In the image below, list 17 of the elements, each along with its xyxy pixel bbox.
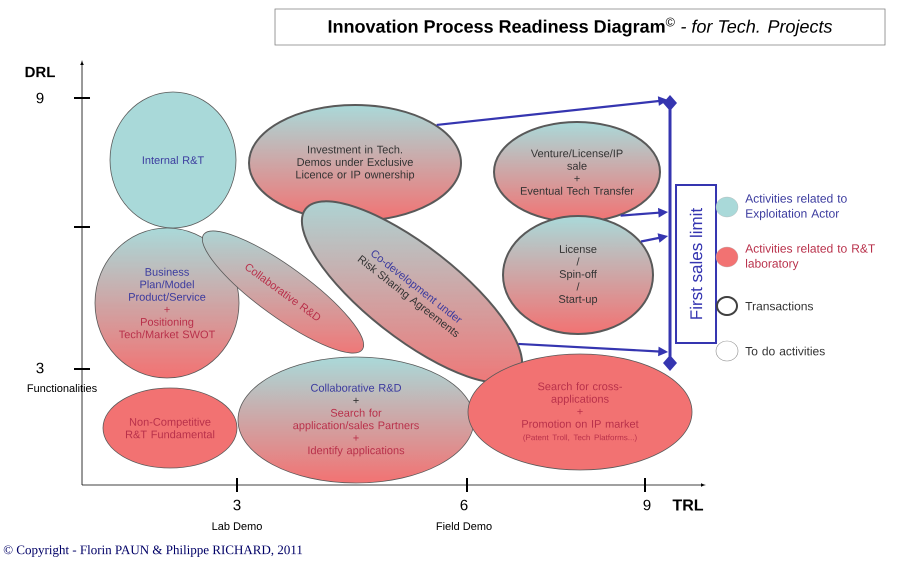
axis-label: 9: [644, 500, 650, 510]
axis-label: 9: [36, 92, 44, 104]
legend-text: Transactions: [745, 302, 814, 310]
legend-text: Activities related to R&T laboratory: [745, 244, 875, 270]
axis-label: 3: [233, 500, 241, 510]
copyright-note: © Copyright - Florin PAUN & Philippe RICHARD, 2011: [4, 545, 302, 557]
axis-label: Lab Demo: [212, 522, 262, 530]
axis-label: DRL: [26, 66, 55, 78]
title-box: Innovation Process Readiness Diagram$^{©}$ - for Tech. Projects: [274, 8, 886, 46]
axis-label: TRL: [672, 500, 704, 510]
legend-text: Activities related to Exploitation Actor: [745, 194, 847, 220]
axis-label: Field Demo: [436, 522, 492, 530]
limit-label-box: First sales limit: [675, 184, 717, 344]
axis-label: 3: [36, 362, 44, 374]
limit-line: [663, 95, 677, 371]
axis-label: 6: [460, 500, 468, 510]
legend-text: To do activities: [745, 346, 825, 356]
